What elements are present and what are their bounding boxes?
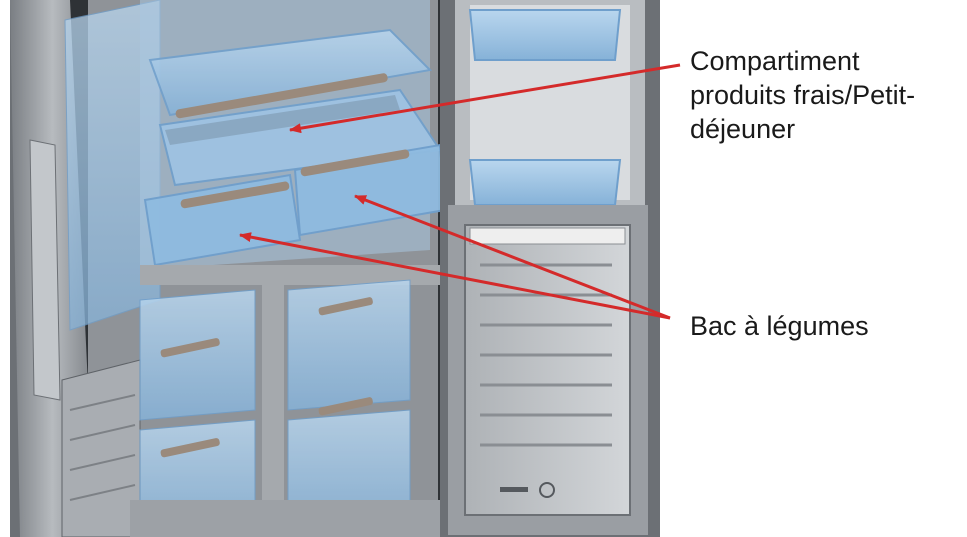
door-bin-lower xyxy=(468,159,622,206)
fresh-compartment-front xyxy=(165,95,400,145)
handle-drawer-left xyxy=(180,181,290,209)
left-door-panel-lines xyxy=(69,394,136,501)
label-fresh-compartment: Compartiment produits frais/Petit- déjeu… xyxy=(690,44,960,146)
label-fresh-line-1: Compartiment xyxy=(690,46,860,76)
arrow-fresh-compartment xyxy=(289,63,681,134)
door-control-icon xyxy=(539,482,555,498)
lower-compartments xyxy=(130,265,460,537)
handle-drawer-right xyxy=(300,149,410,177)
arrow-vegetable-drawer-left xyxy=(239,232,671,320)
handle-top xyxy=(175,73,388,119)
left-door xyxy=(10,0,161,537)
label-veg-line-1: Bac à légumes xyxy=(690,311,869,341)
annotation-arrows xyxy=(239,63,681,320)
freezer-drawer-left-upper xyxy=(139,289,256,421)
freezer-drawer-right-upper xyxy=(287,279,411,411)
label-fresh-line-2: produits frais/Petit- xyxy=(690,80,916,110)
arrow-vegetable-drawer-right xyxy=(354,194,671,320)
door-bin-upper xyxy=(468,9,622,61)
top-shelf xyxy=(148,28,433,117)
upper-compartment xyxy=(140,0,447,270)
right-door xyxy=(440,0,660,537)
label-vegetable-drawer: Bac à légumes xyxy=(690,309,960,343)
label-fresh-line-3: déjeuner xyxy=(690,114,796,144)
vegetable-drawer-left xyxy=(143,173,302,267)
